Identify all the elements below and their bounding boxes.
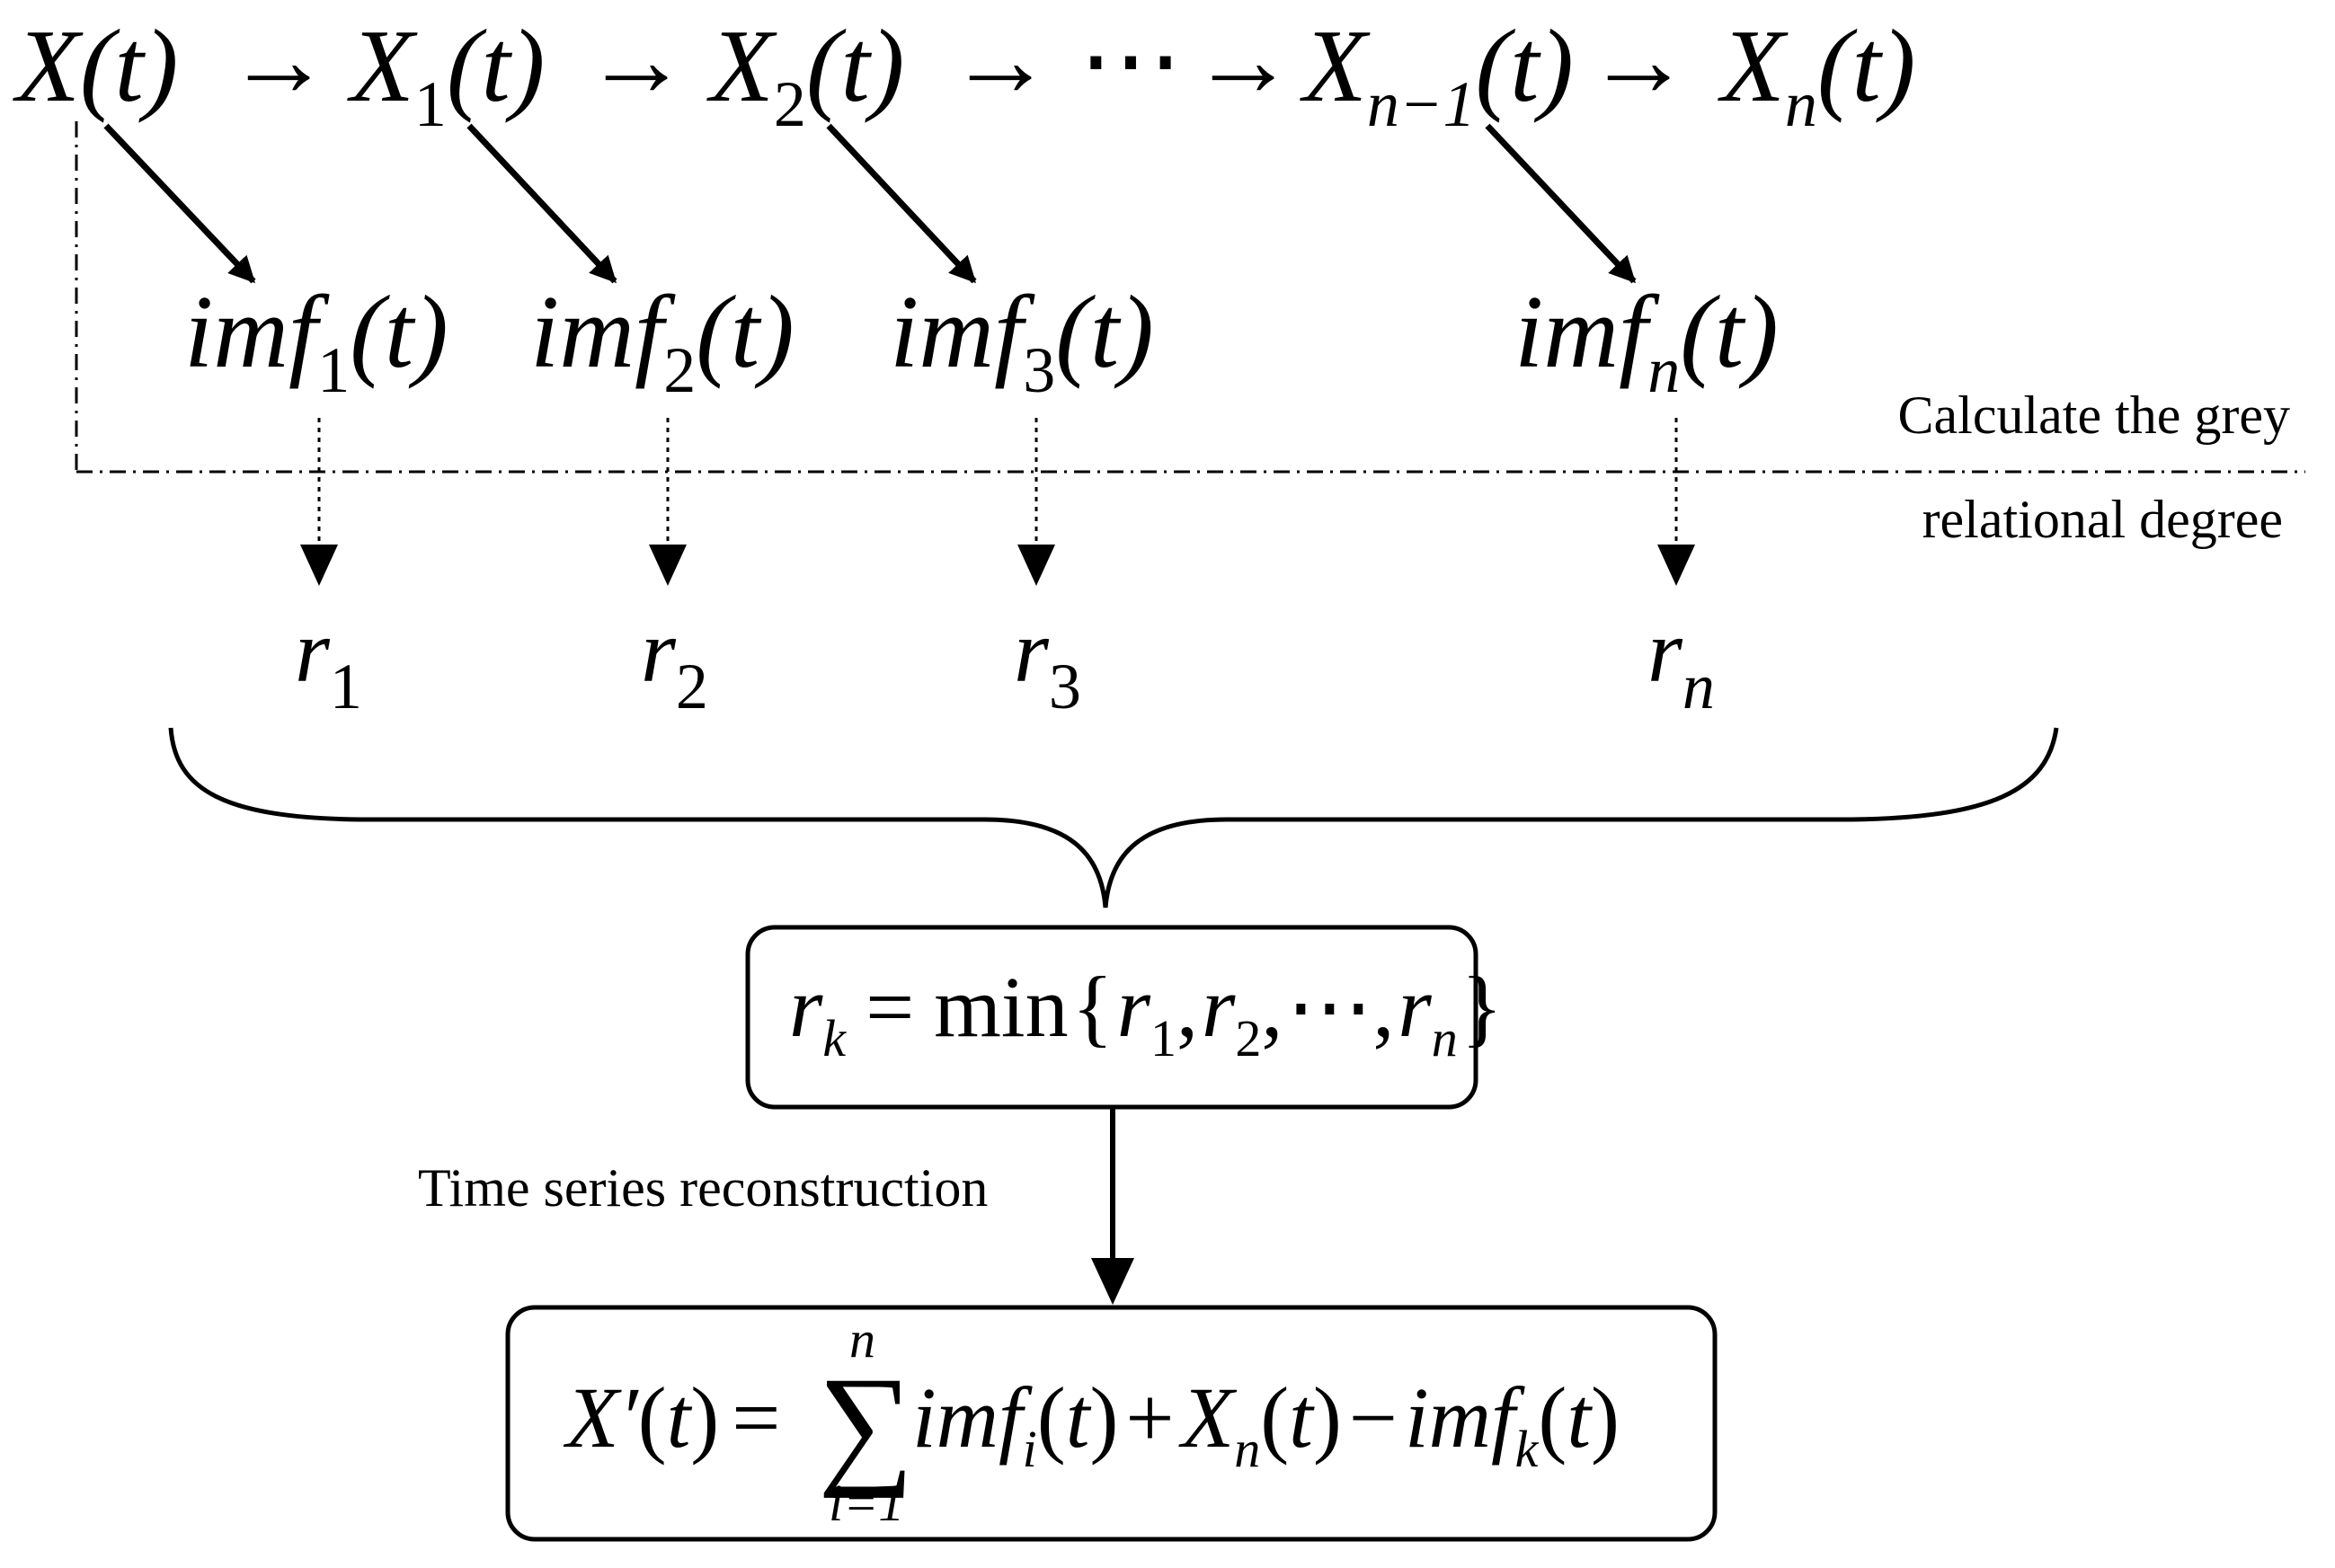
dotted-arrowhead-r2	[649, 545, 687, 586]
sum-symbol: ∑	[818, 1350, 914, 1499]
grey-relation-label-line2: relational degree	[1922, 490, 2283, 549]
imf-2: imf2(t)	[530, 275, 795, 406]
arrow-to-imf2	[466, 123, 617, 284]
sum-upper-limit: n	[849, 1310, 875, 1369]
reconstruction-box-frame	[505, 1305, 1718, 1542]
r-3: r3	[1014, 601, 1081, 722]
chain-node-x: X(t)	[13, 9, 178, 124]
reconstruction-arrowhead	[1091, 1258, 1134, 1305]
imf-1: imf1(t)	[184, 275, 448, 406]
chain-arrow-5: →	[1586, 4, 1691, 119]
reconstruction-label: Time series reconstruction	[418, 1158, 988, 1218]
chain-ellipsis: ⋯	[1079, 4, 1183, 119]
reconstruction-box: X′(t) = ∑ n i=1 imfi(t) + Xn(t) − imfk(t…	[505, 1305, 1718, 1542]
reconstruction-step: Time series reconstruction	[418, 1107, 1134, 1305]
arrow-to-imfn	[1485, 123, 1637, 284]
imf-components: imf1(t) imf2(t) imf3(t) imfn(t)	[184, 275, 1779, 406]
chain-arrow-4: →	[1191, 4, 1295, 119]
imf-3: imf3(t)	[890, 275, 1154, 406]
reconstruction-formula-right: imfi(t) + Xn(t) − imfk(t)	[912, 1369, 1620, 1478]
r-1: r1	[295, 601, 362, 722]
chain-node-xn: Xn(t)	[1718, 9, 1915, 140]
dotted-arrowhead-r3	[1017, 545, 1055, 586]
chain-arrow-3: →	[948, 4, 1052, 119]
arrow-to-imf1	[103, 123, 256, 284]
grey-relation-label-line1: Calculate the grey	[1898, 385, 2290, 445]
r-2: r2	[641, 601, 708, 722]
r-n: rn	[1647, 601, 1715, 722]
dotted-arrows	[300, 418, 1695, 586]
chain-node-x1: X1(t)	[347, 9, 545, 140]
min-formula: rk = min { r1, r2, ⋯, rn }	[789, 959, 1503, 1067]
grey-relation-boundary: Calculate the grey relational degree	[75, 121, 2305, 549]
grouping-brace	[168, 727, 2059, 908]
min-box: rk = min { r1, r2, ⋯, rn }	[745, 925, 1503, 1110]
reconstruction-formula-left: X′(t) =	[563, 1369, 780, 1466]
arrow-to-imf3	[826, 123, 977, 284]
sum-lower-limit: i=1	[829, 1474, 904, 1532]
dotted-arrowhead-r1	[300, 545, 338, 586]
chain-arrow-1: →	[226, 4, 331, 119]
dotted-arrowhead-rn	[1657, 545, 1695, 586]
decomposition-arrows	[103, 123, 1637, 284]
decomposition-chain: X(t) X1(t) X2(t) Xn−1(t) Xn(t) → → → ⋯ →…	[13, 4, 1915, 140]
imf-n: imfn(t)	[1514, 275, 1779, 406]
relational-degrees: r1 r2 r3 rn	[295, 601, 1715, 722]
chain-node-xn-1: Xn−1(t)	[1300, 9, 1574, 140]
chain-arrow-2: →	[584, 4, 688, 119]
chain-node-x2: X2(t)	[706, 9, 904, 140]
